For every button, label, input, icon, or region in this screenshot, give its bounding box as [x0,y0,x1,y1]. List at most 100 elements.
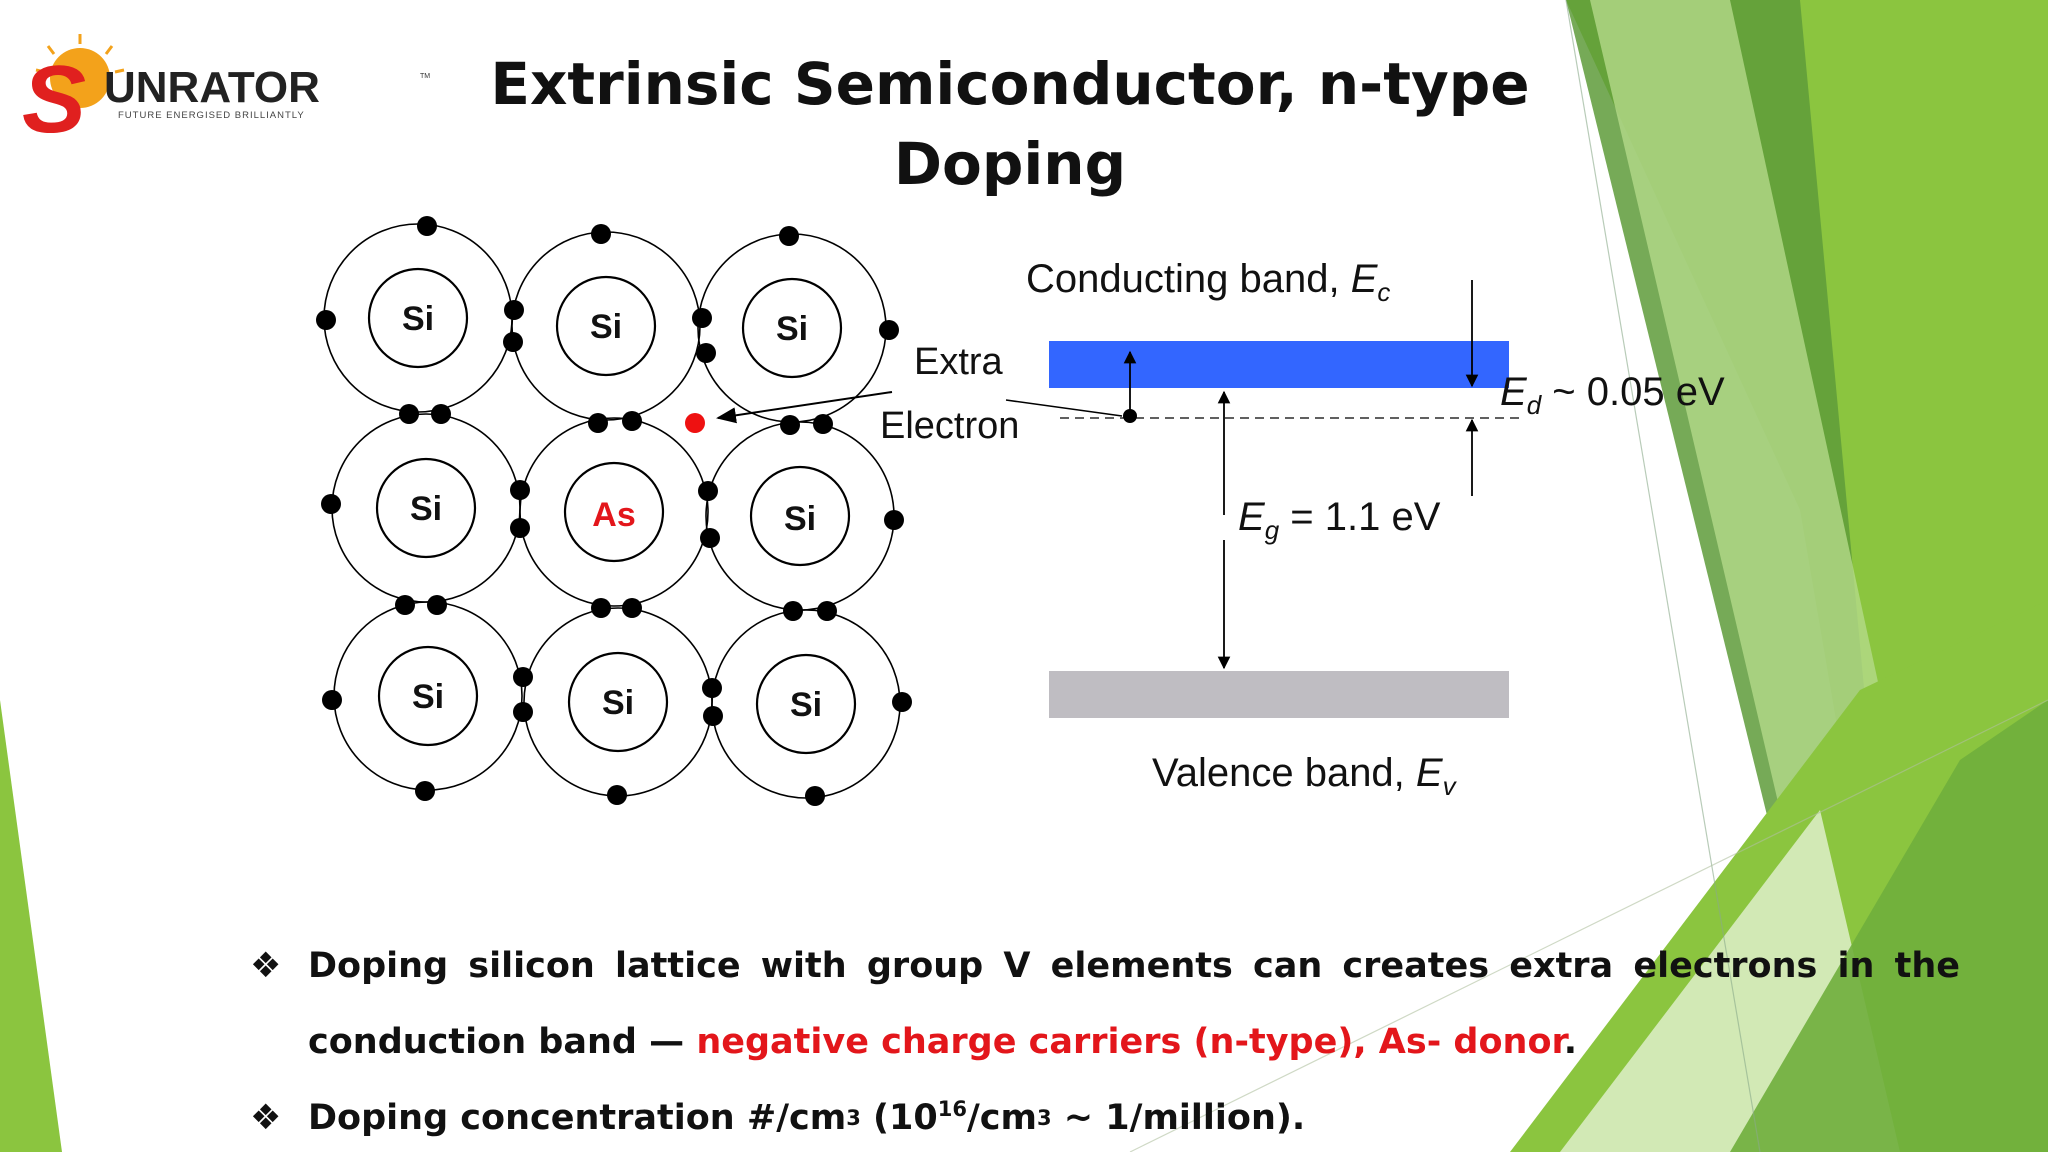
title-line-2: Doping [893,130,1127,198]
sun-icon [50,48,110,108]
donor-electron [1123,409,1137,423]
atom-label: Si [402,300,434,338]
logo-wordmark: UNRATOR [104,63,320,112]
atom-label: Si [784,500,816,538]
bullet-list: ❖ Doping silicon lattice with group V el… [250,928,1960,1156]
outer-orbit [519,417,709,607]
electron [692,308,712,328]
electron [510,518,530,538]
electron [591,598,611,618]
electron [427,595,447,615]
electron [703,706,723,726]
green-left-shape [0,700,62,1152]
logo-tagline: FUTURE ENERGISED BRILLIANTLY [118,110,305,121]
electron [817,601,837,621]
atom-label: Si [410,490,442,528]
atom-label: Si [412,678,444,716]
electron [322,690,342,710]
thin-line [1129,699,2048,1152]
dopant-label: As [592,496,635,534]
bullet-highlight: negative charge carriers (n-type), As- d… [696,1022,1564,1062]
bullet-text: Doping concentration #/cm [308,1098,847,1138]
thin-line [1565,0,1761,1152]
title-line-1: Extrinsic Semiconductor, n-type [490,50,1530,118]
atom-label: Si [590,308,622,346]
electron [696,343,716,363]
extra-electron-label: Electron [880,405,1019,447]
dopant-nucleus [563,461,665,563]
electron [879,320,899,340]
atom-nucleus [567,651,669,753]
electron [431,404,451,424]
superscript: 3 [1036,1105,1052,1130]
atom-nucleus [377,645,479,747]
extra-electron-arrow [716,391,893,424]
electron [622,598,642,618]
atom-label: Si [790,686,822,724]
sunrator-logo: S UNRATOR FUTURE ENERGISED BRILLIANTLY T… [22,34,430,150]
electron [321,494,341,514]
electron [892,692,912,712]
electron [513,702,533,722]
bullet-marker-icon: ❖ [250,946,282,986]
logo-s: S [22,46,86,150]
conduction-band [1049,341,1509,388]
electron [622,411,642,431]
electron [415,781,435,801]
atom-nucleus [749,465,851,567]
electron [805,786,825,806]
bullet-text: (10 [860,1098,938,1138]
logo-tm: TM [420,73,430,80]
electron [779,226,799,246]
superscript: 3 [846,1105,861,1130]
nuclei [367,267,857,755]
bullet-item: ❖ Doping concentration #/cm3 (1016/cm3 ~… [250,1080,1960,1156]
electron [504,300,524,320]
band-diagram: Conducting band, Ec Ed ~ 0.05 eV Eg = 1.… [1005,257,1725,801]
atom-label: Si [776,310,808,348]
electron [510,480,530,500]
electron [417,216,437,236]
extra-electron-label: Extra [914,341,1004,383]
electron [513,667,533,687]
superscript: 16 [937,1097,967,1122]
electron [702,678,722,698]
electron [588,413,608,433]
atom-nucleus [741,277,843,379]
electron [698,481,718,501]
valence-band [1049,671,1509,718]
conduction-band-label: Conducting band, Ec [1026,257,1390,307]
atom-labels: Si Si Si Si As Si Si Si Si [402,300,822,724]
electron [399,404,419,424]
electron [316,310,336,330]
electron [813,414,833,434]
bullet-marker-icon: ❖ [250,1098,282,1138]
valence-band-label: Valence band, Ev [1152,751,1458,801]
valence-electrons [316,216,912,806]
electron [395,595,415,615]
electron [783,601,803,621]
band-gap-label: Eg = 1.1 eV [1238,495,1441,545]
electron [780,415,800,435]
electron [700,528,720,548]
mid-green-shape [1730,700,2048,1152]
atom-nucleus [367,267,469,369]
bullet-item: ❖ Doping silicon lattice with group V el… [250,928,1960,1080]
atom-nucleus [375,457,477,559]
atom-label: Si [602,684,634,722]
bullet-text: /cm [966,1098,1037,1138]
bullet-text: Doping silicon lattice with group V elem… [308,946,1960,1062]
electron [503,332,523,352]
slide-title: Extrinsic Semiconductor, n-type Doping [470,44,1550,204]
sun-rays-icon [35,34,125,74]
electron [884,510,904,530]
electron [607,785,627,805]
atom-nucleus [755,653,857,755]
bullet-end: . [1563,1022,1578,1062]
donor-electron-leader [1005,399,1123,417]
extra-electron [685,413,705,433]
bullet-text: ~ 1/million). [1051,1098,1306,1138]
electron [591,224,611,244]
